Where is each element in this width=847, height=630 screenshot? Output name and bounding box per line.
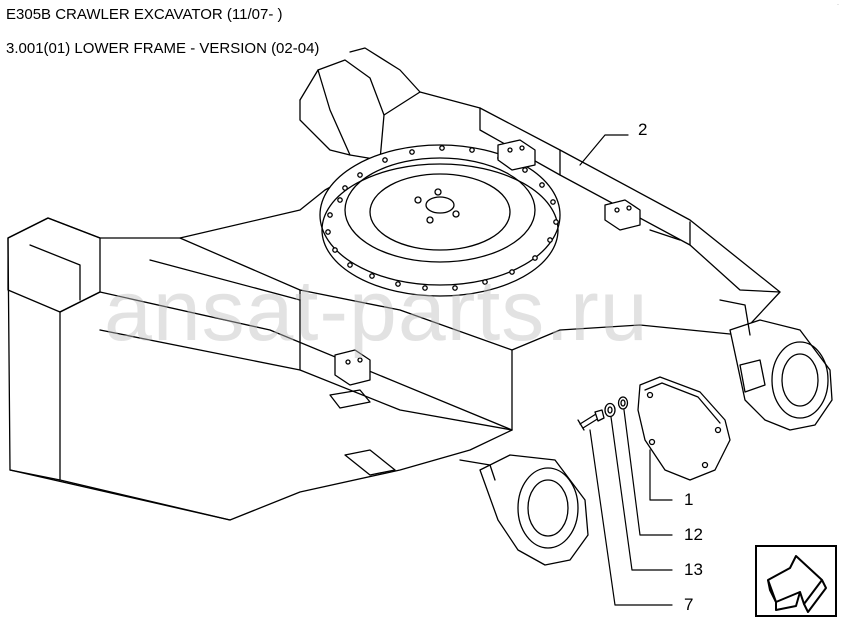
brackets [329, 139, 681, 476]
bolt-7 [577, 409, 605, 431]
callout-13[interactable]: 13 [684, 560, 703, 579]
corner-mark: · [837, 2, 839, 8]
idler-boss-left [459, 454, 589, 566]
callout-12[interactable]: 12 [684, 525, 703, 544]
next-page-button[interactable] [755, 545, 837, 617]
washer-13 [604, 402, 616, 418]
section-title: 3.001(01) LOWER FRAME - VERSION (02-04) [6, 40, 320, 57]
watermark: ansat-parts.ru [104, 263, 649, 359]
frame-body [7, 47, 781, 521]
cover-plate [637, 376, 731, 481]
idler-boss-right [719, 299, 833, 431]
slewing-ring [319, 144, 561, 297]
leader-lines [579, 134, 673, 606]
washer-12 [617, 396, 629, 410]
callout-2[interactable]: 2 [638, 120, 648, 139]
slewing-ring-bolts [325, 145, 559, 291]
callout-1[interactable]: 1 [684, 490, 694, 509]
callout-7[interactable]: 7 [684, 595, 694, 614]
page-title: E305B CRAWLER EXCAVATOR (11/07- ) [6, 6, 283, 23]
